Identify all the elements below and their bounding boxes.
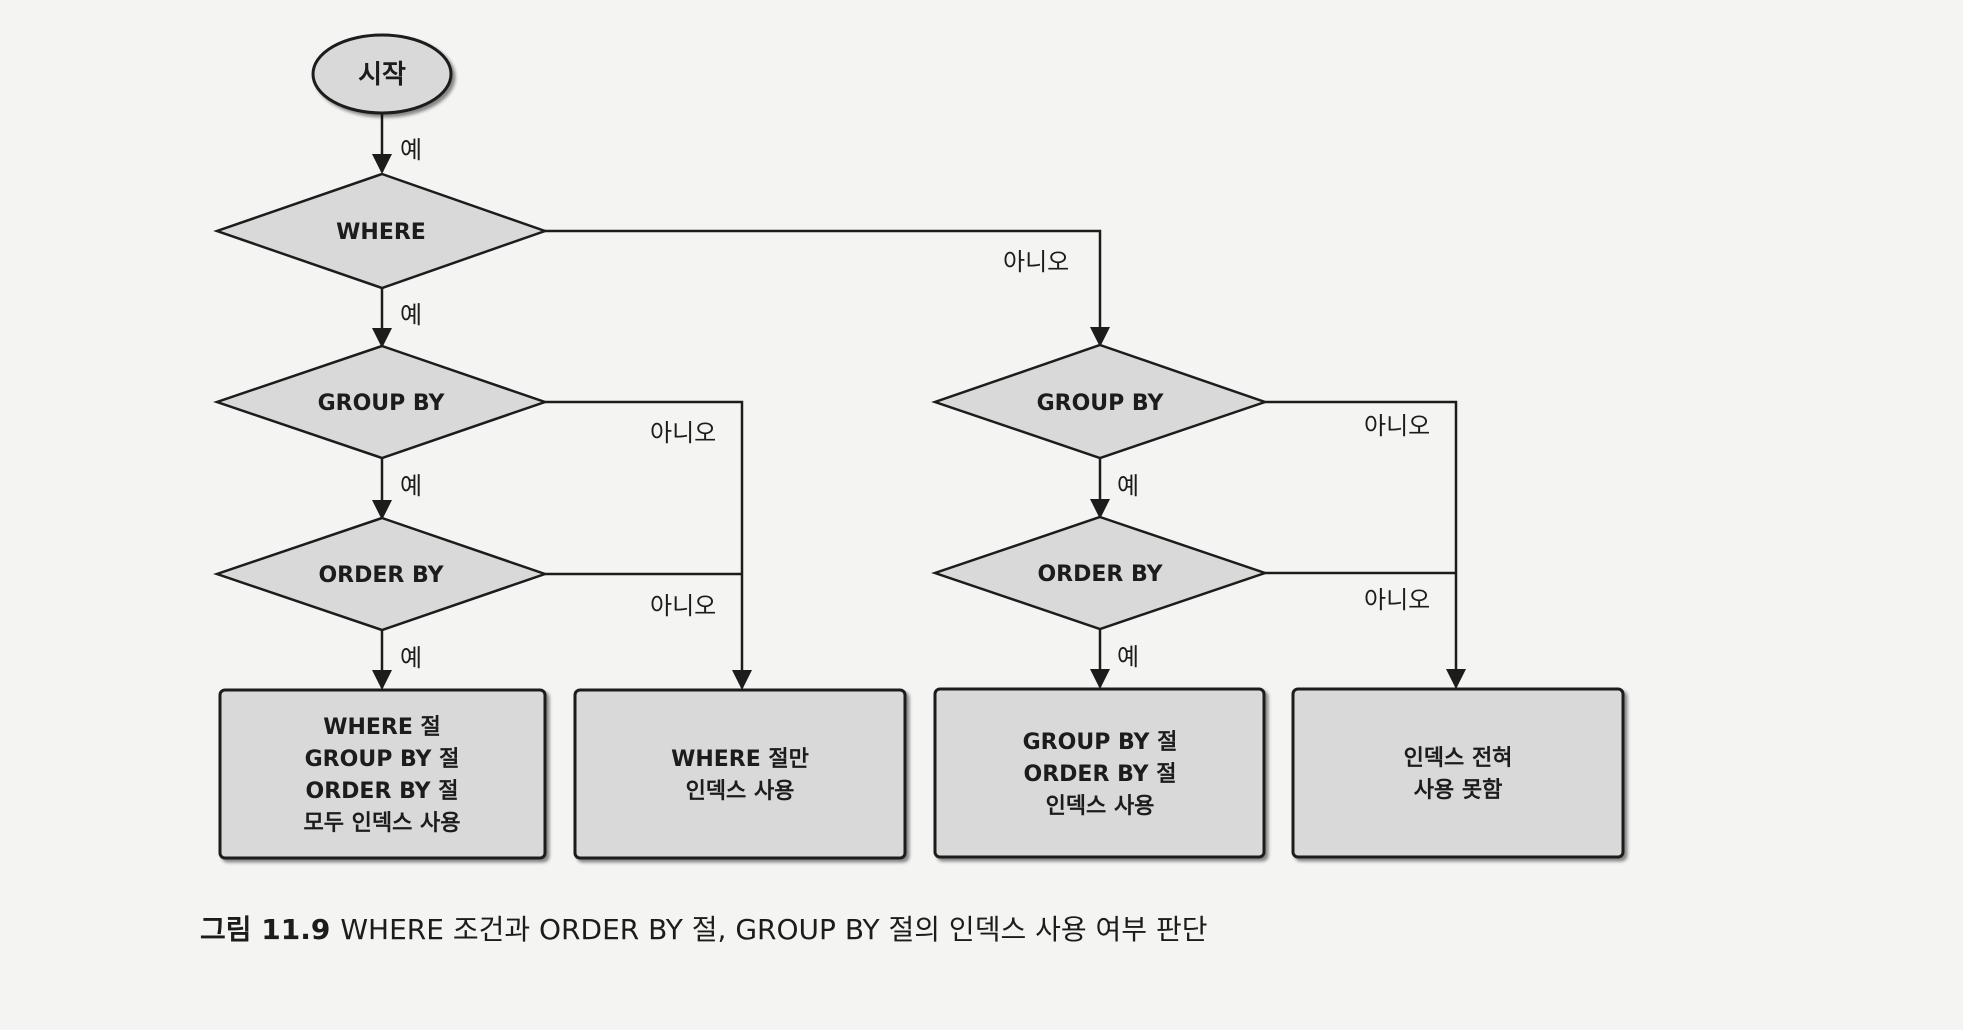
edge-groupby-right-no	[1265, 400, 1466, 689]
figure-caption-text: WHERE 조건과 ORDER BY 절, GROUP BY 절의 인덱스 사용…	[340, 913, 1208, 946]
result-where-only-line-1: WHERE 절만	[671, 747, 809, 772]
decision-where-label: WHERE	[336, 220, 426, 245]
label-yes-orderby-right: 예	[1117, 643, 1139, 671]
result-no-index: 인덱스 전혀 사용 못함	[1291, 687, 1625, 859]
edge-labels: 예 예 아니오 예 아니오 예 아니오 예 아니오 예 아니오	[400, 136, 1430, 672]
label-no-orderby-left: 아니오	[650, 592, 716, 620]
label-yes-groupby-right: 예	[1117, 472, 1139, 500]
start-node: 시작	[311, 33, 453, 115]
figure-number: 그림 11.9	[200, 913, 331, 946]
edge-groupby-left-no	[545, 400, 752, 690]
label-yes-where: 예	[400, 301, 422, 329]
decision-group-by-right: GROUP BY	[931, 343, 1269, 460]
result-all-index-line-4: 모두 인덱스 사용	[304, 811, 461, 836]
result-all-index: WHERE 절 GROUP BY 절 ORDER BY 절 모두 인덱스 사용	[218, 688, 547, 860]
result-no-index-line-2: 사용 못함	[1414, 778, 1503, 803]
connectors	[372, 113, 1466, 690]
label-no-groupby-right: 아니오	[1364, 412, 1430, 440]
result-group-order-line-3: 인덱스 사용	[1046, 794, 1155, 819]
decision-group-by-left-label: GROUP BY	[318, 391, 446, 416]
start-label: 시작	[358, 60, 406, 90]
decision-order-by-left: ORDER BY	[213, 516, 549, 632]
label-yes-start: 예	[400, 136, 422, 164]
decision-order-by-right-label: ORDER BY	[1037, 562, 1163, 587]
label-yes-orderby-left: 예	[400, 644, 422, 672]
edge-where-no	[545, 229, 1110, 347]
label-no-orderby-right: 아니오	[1364, 586, 1430, 614]
decision-order-by-right: ORDER BY	[931, 515, 1269, 631]
figure-caption: 그림 11.9 WHERE 조건과 ORDER BY 절, GROUP BY 절의…	[200, 908, 1207, 948]
decision-where: WHERE	[213, 172, 549, 290]
result-all-index-line-3: ORDER BY 절	[306, 779, 459, 804]
label-no-where: 아니오	[1003, 248, 1069, 276]
decision-group-by-left: GROUP BY	[213, 344, 549, 460]
decision-group-by-right-label: GROUP BY	[1037, 391, 1165, 416]
result-group-order-line-2: ORDER BY 절	[1024, 762, 1177, 787]
label-yes-groupby-left: 예	[400, 472, 422, 500]
result-all-index-line-1: WHERE 절	[323, 715, 441, 740]
result-where-only: WHERE 절만 인덱스 사용	[573, 688, 907, 860]
result-group-order-index: GROUP BY 절 ORDER BY 절 인덱스 사용	[933, 687, 1266, 859]
label-no-groupby-left: 아니오	[650, 419, 716, 447]
result-all-index-line-2: GROUP BY 절	[305, 747, 460, 772]
result-no-index-line-1: 인덱스 전혀	[1404, 746, 1513, 771]
result-group-order-line-1: GROUP BY 절	[1023, 730, 1178, 755]
decision-order-by-left-label: ORDER BY	[318, 563, 444, 588]
result-where-only-line-2: 인덱스 사용	[686, 779, 795, 804]
